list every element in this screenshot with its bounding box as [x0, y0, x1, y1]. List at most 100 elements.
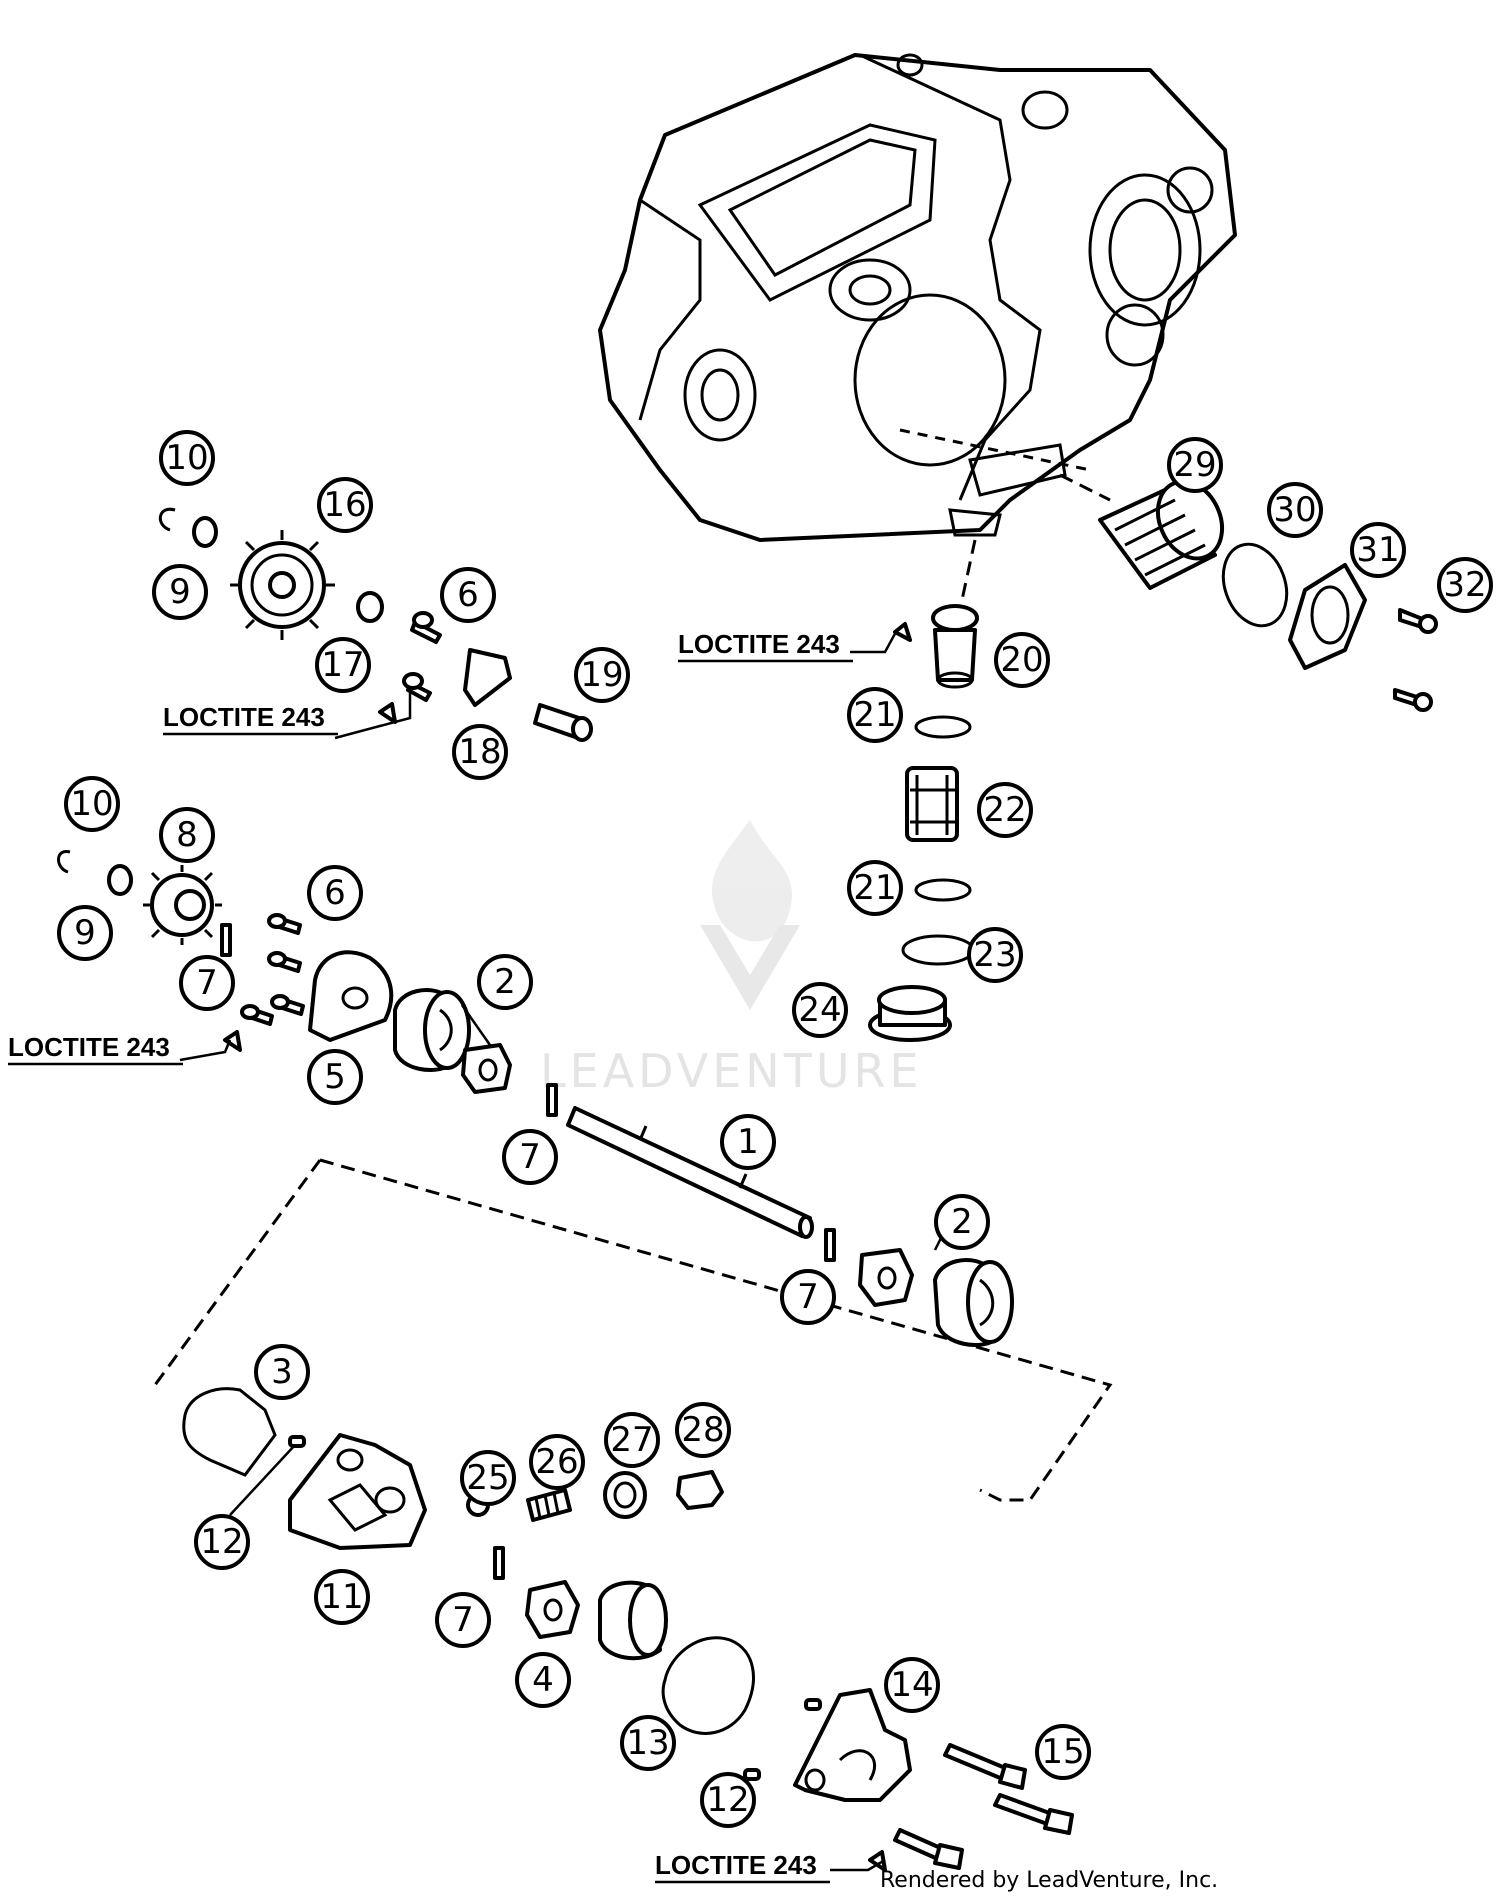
- axis-line: [1059, 473, 1111, 502]
- circlip-10: [57, 850, 71, 874]
- svg-text:22: 22: [983, 790, 1026, 830]
- bearing-support-18: [463, 648, 512, 707]
- assembly-line: [153, 1158, 1113, 1502]
- svg-text:8: 8: [176, 815, 198, 855]
- leader-line: [229, 1444, 296, 1516]
- svg-text:6: 6: [324, 873, 346, 913]
- svg-text:6: 6: [457, 575, 479, 615]
- svg-text:30: 30: [1273, 490, 1316, 530]
- leader-line: [179, 1039, 232, 1062]
- svg-text:20: 20: [1000, 640, 1043, 680]
- inner-rotor-4: [525, 1580, 580, 1639]
- svg-text:12: 12: [200, 1522, 243, 1562]
- callout-7: 7: [780, 1269, 836, 1325]
- callout-11: 11: [314, 1569, 370, 1625]
- gasket-13: [661, 1636, 755, 1735]
- o-ring-21: [914, 715, 972, 739]
- outer-rotor-4: [598, 1580, 668, 1661]
- callout-14: 14: [884, 1657, 940, 1713]
- svg-text:21: 21: [853, 695, 896, 735]
- oil-pump-cover-5: [308, 950, 394, 1042]
- callout-17: 17: [315, 637, 371, 693]
- svg-text:28: 28: [681, 1410, 724, 1450]
- callout-7: 7: [502, 1129, 558, 1185]
- screws-32: [1393, 608, 1438, 712]
- needle-bearing-17: [356, 591, 384, 623]
- callout-16: 16: [317, 477, 373, 533]
- callout-8: 8: [159, 807, 215, 863]
- screw-6: [402, 672, 432, 702]
- callout-23: 23: [967, 927, 1023, 983]
- callout-6: 6: [307, 865, 363, 921]
- svg-text:7: 7: [797, 1277, 819, 1317]
- callout-21: 21: [847, 687, 903, 743]
- callout-24: 24: [792, 982, 848, 1038]
- callout-7: 7: [435, 1592, 491, 1648]
- svg-text:2: 2: [951, 1202, 973, 1242]
- o-ring-21: [914, 878, 972, 902]
- loctite-dot: [223, 1030, 242, 1052]
- loctite-label: LOCTITE 243: [163, 702, 325, 732]
- svg-text:5: 5: [324, 1057, 346, 1097]
- oil-pump-gear-16: [230, 530, 335, 640]
- callout-2: 2: [477, 954, 533, 1010]
- gasket-3: [182, 1387, 277, 1477]
- callout-32: 32: [1437, 557, 1493, 613]
- callout-26: 26: [529, 1434, 585, 1490]
- callout-25: 25: [460, 1450, 516, 1506]
- loctite-dot: [378, 702, 397, 724]
- svg-text:4: 4: [532, 1660, 554, 1700]
- svg-text:14: 14: [890, 1665, 933, 1705]
- dowel-12: [743, 1768, 761, 1781]
- plug-28: [676, 1470, 724, 1510]
- svg-text:31: 31: [1356, 530, 1399, 570]
- washer-9: [192, 516, 218, 548]
- callout-29: 29: [1167, 437, 1223, 493]
- svg-text:25: 25: [466, 1458, 509, 1498]
- callout-19: 19: [574, 647, 630, 703]
- svg-text:19: 19: [580, 655, 623, 695]
- callout-30: 30: [1267, 482, 1323, 538]
- svg-text:23: 23: [973, 935, 1016, 975]
- svg-text:9: 9: [169, 572, 191, 612]
- svg-text:2: 2: [494, 962, 516, 1002]
- callout-7: 7: [179, 955, 235, 1011]
- loctite-label: LOCTITE 243: [678, 629, 840, 659]
- callout-6: 6: [440, 567, 496, 623]
- oil-screen-plug-20: [931, 604, 979, 689]
- outer-rotor-2: [393, 988, 471, 1072]
- render-credit: Rendered by LeadVenture, Inc.: [880, 1868, 1219, 1893]
- callout-27: 27: [604, 1412, 660, 1468]
- screw-6: [410, 611, 442, 644]
- callout-5: 5: [307, 1049, 363, 1105]
- svg-text:13: 13: [626, 1723, 669, 1763]
- pin-7: [493, 1546, 505, 1580]
- svg-text:7: 7: [196, 963, 218, 1003]
- o-ring-30: [1221, 542, 1289, 628]
- callout-1: 1: [720, 1114, 776, 1170]
- leader-line: [830, 1858, 886, 1872]
- bushing-19: [533, 703, 593, 742]
- svg-text:26: 26: [535, 1442, 578, 1482]
- svg-text:10: 10: [165, 438, 208, 478]
- spring-26: [526, 1488, 572, 1522]
- svg-text:11: 11: [320, 1577, 363, 1617]
- svg-text:12: 12: [706, 1780, 749, 1820]
- circlip-10: [159, 507, 176, 532]
- axis-line: [960, 539, 977, 601]
- leader-line: [850, 629, 899, 654]
- outer-rotor-2: [933, 1258, 1014, 1347]
- oil-filter: [1098, 479, 1225, 590]
- callout-10: 10: [64, 776, 120, 832]
- washer-9: [107, 864, 133, 896]
- oil-pump-cover-14: [793, 1688, 912, 1802]
- callout-20: 20: [994, 632, 1050, 688]
- pin-7: [824, 1228, 836, 1262]
- callout-12: 12: [194, 1514, 250, 1570]
- svg-text:21: 21: [853, 868, 896, 908]
- svg-text:1: 1: [737, 1122, 759, 1162]
- callout-31: 31: [1350, 522, 1406, 578]
- o-ring-23: [901, 934, 975, 966]
- oil-filter-cover: [1288, 563, 1367, 670]
